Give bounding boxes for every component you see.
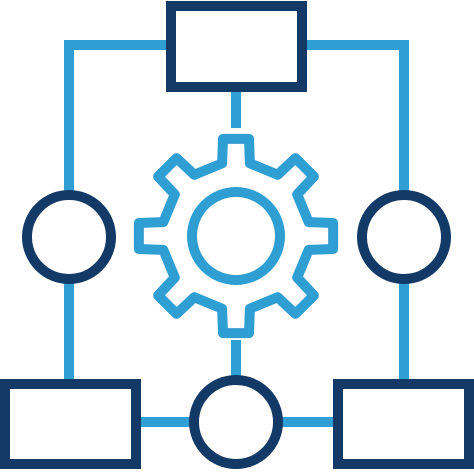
bottom-left-box-node [0, 379, 141, 469]
right-circle-node [357, 190, 451, 284]
gear-outline [133, 133, 339, 339]
gear-hub [187, 187, 285, 285]
connector-left [64, 40, 168, 380]
top-box-node [166, 1, 307, 92]
left-circle-node [22, 190, 116, 284]
bottom-right-box-node [333, 379, 474, 469]
gear-icon [133, 133, 339, 339]
bottom-circle-node [189, 375, 283, 469]
connector-right [305, 40, 409, 380]
